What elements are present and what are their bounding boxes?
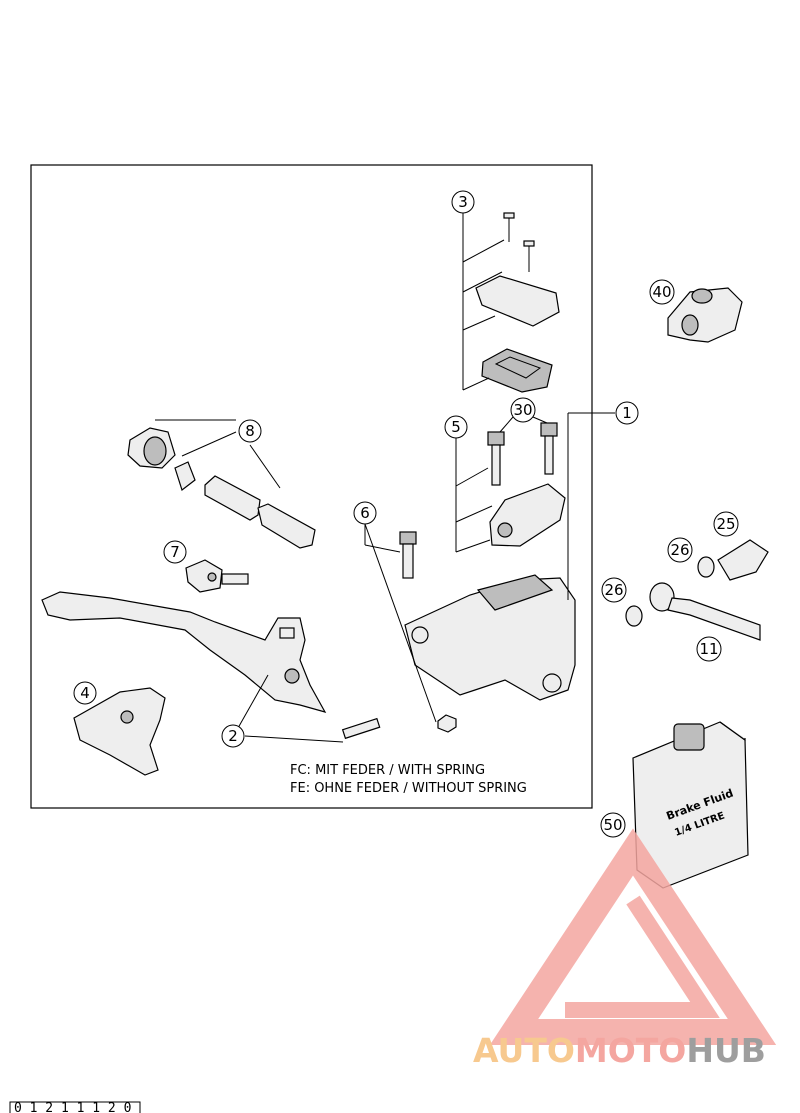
watermark-text: AUTOMOTOHUB [473,1031,766,1070]
piston-kit [127,427,316,549]
note-fc: FC: MIT FEDER / WITH SPRING [290,763,485,778]
svg-text:4: 4 [80,684,90,702]
callout-30: 30 [499,397,548,433]
svg-text:2: 2 [228,727,238,745]
callout-50: 50 [600,812,626,838]
svg-text:5: 5 [451,418,461,436]
callout-4: 4 [73,681,97,705]
assembly-frame [30,164,593,809]
svg-text:26: 26 [670,541,689,559]
drawing-code-box [9,1101,141,1113]
callout-7: 7 [163,540,187,564]
handlebar-clamp [489,483,566,547]
svg-text:11: 11 [699,640,718,658]
hand-lever [41,591,327,713]
svg-text:8: 8 [245,422,255,440]
svg-text:26: 26 [604,581,623,599]
pivot-bolt [399,531,457,733]
callout-26-upper: 26 [667,537,693,563]
brake-fluid-bottle: Brake Fluid 1/4 LITRE [632,721,749,889]
watermark-auto: AUTO [473,1031,575,1070]
svg-text:6: 6 [360,504,370,522]
callout-25: 25 [713,511,739,537]
brake-line [625,539,769,641]
watermark-hub: HUB [686,1031,766,1070]
callout-6: 6 [353,501,377,525]
callout-40: 40 [649,279,675,305]
callout-3: 3 [451,190,475,214]
diaphragm [481,348,553,393]
note-fe: FE: OHNE FEDER / WITHOUT SPRING [290,781,527,796]
svg-text:30: 30 [513,401,532,419]
svg-text:40: 40 [652,283,671,301]
drawing-code: 0 1 2 1 1 1 2 0 [14,1101,131,1113]
svg-text:7: 7 [170,543,180,561]
svg-text:50: 50 [603,816,622,834]
svg-text:1: 1 [622,404,632,422]
watermark-logo [489,828,777,1045]
callout-26-lower: 26 [601,577,627,603]
callout-2: 2 [221,724,245,748]
svg-text:3: 3 [458,193,468,211]
svg-text:25: 25 [716,515,735,533]
watermark-moto: MOTO [575,1031,686,1070]
cap-screws [503,212,535,272]
callout-1: 1 [615,401,639,425]
callout-11: 11 [696,636,722,662]
clamp-bolts [487,422,558,486]
adjuster [185,559,249,593]
callout-8: 8 [238,419,262,443]
callout-5: 5 [444,415,468,439]
reservoir-cap [475,275,560,327]
lever-guard [73,687,166,776]
lever-spring [341,717,381,740]
